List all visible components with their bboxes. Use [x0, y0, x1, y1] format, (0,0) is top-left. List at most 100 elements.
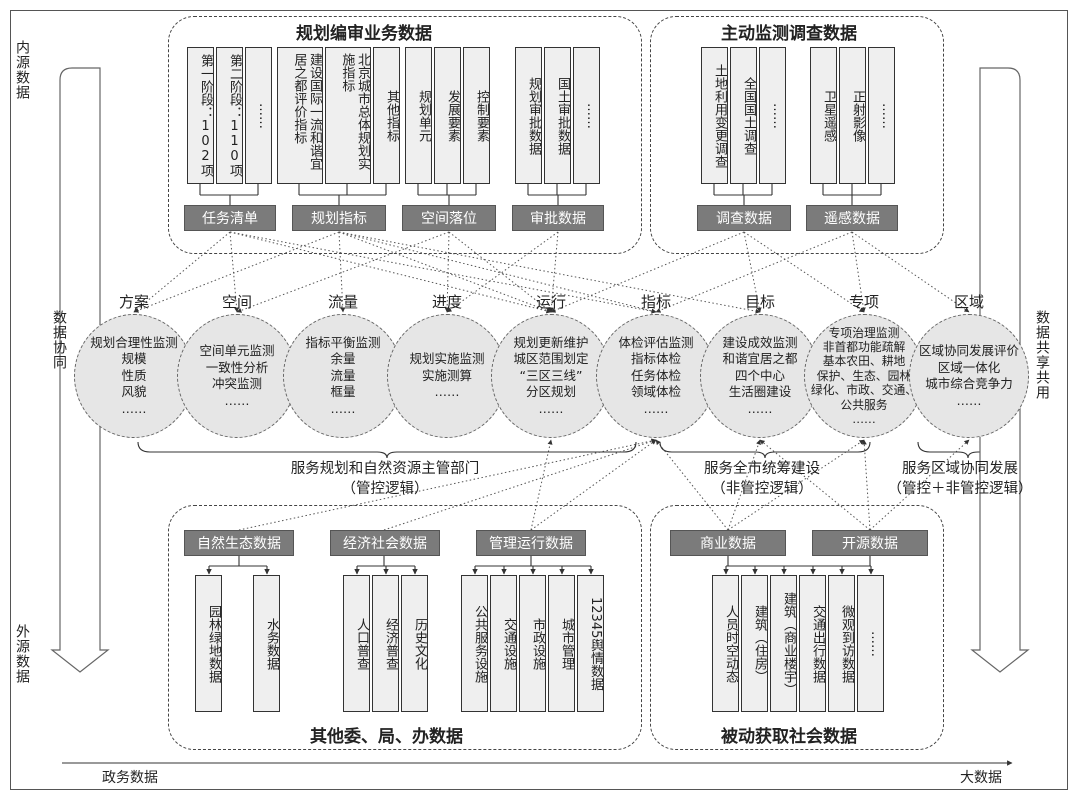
data-column: …… — [759, 47, 786, 184]
monitor-line: 专项治理监测 — [828, 325, 900, 340]
data-column: 正射影像 — [839, 47, 866, 184]
monitor-line: 规划合理性监测 — [90, 334, 178, 350]
monitor-bubble: 区域协同发展评价 区域一体化 城市综合竞争力 …… — [909, 314, 1029, 438]
data-column: 第一阶段：102项 — [187, 47, 214, 184]
data-column: …… — [245, 47, 272, 184]
planning-review-group — [168, 16, 642, 254]
data-column: 历史文化 — [401, 575, 428, 712]
data-column: 园林绿地数据 — [195, 575, 222, 712]
monitor-line: 风貌 — [121, 384, 147, 400]
monitor-line: …… — [747, 400, 773, 416]
data-column: 规划单元 — [405, 47, 432, 184]
monitor-bubble: 规划合理性监测 规模 性质 风貌 …… — [74, 314, 194, 438]
data-column: 建设国际一流和谐宜居之都评价指标 — [277, 47, 323, 184]
serve-line: 服务全市统筹建设 — [704, 461, 820, 477]
data-column: 交通出行数据 — [799, 575, 826, 712]
dimension-label: 指标 — [640, 293, 672, 311]
serve-line: （非管控逻辑） — [711, 480, 813, 497]
monitor-bubble: 规划实施监测 实施测算 …… — [387, 314, 507, 438]
active-survey-title: 主动监测调查数据 — [721, 24, 857, 44]
monitor-line: …… — [538, 400, 564, 416]
dimension-label: 区域 — [953, 293, 985, 311]
category-operation-data: 管理运行数据 — [476, 530, 586, 556]
monitor-line: 体检评估监测 — [618, 334, 694, 350]
data-column: 其他指标 — [373, 47, 400, 184]
monitor-bubble: 指标平衡监测 余量 流量 框量 …… — [283, 314, 403, 438]
data-column: 人员时空动态 — [712, 575, 739, 712]
serve-line: （管控＋非管控逻辑） — [887, 480, 1033, 497]
monitor-line: 四个中心 — [734, 367, 785, 383]
monitor-line: …… — [434, 384, 460, 400]
monitor-line: 性质 — [121, 367, 147, 383]
data-column: 微观到访数据 — [828, 575, 855, 712]
data-column: 卫星遥感 — [810, 47, 837, 184]
monitor-line: 一致性分析 — [205, 359, 269, 375]
monitor-line: 框量 — [330, 384, 356, 400]
monitor-line: 余量 — [330, 351, 356, 367]
data-column: 控制要素 — [463, 47, 490, 184]
monitor-line: …… — [956, 392, 982, 408]
data-column: 发展要素 — [434, 47, 461, 184]
other-agencies-group — [168, 505, 642, 750]
data-column: 全国国土调查 — [730, 47, 757, 184]
data-column: 公共服务设施 — [461, 575, 488, 712]
monitor-line: 公共服务 — [840, 397, 888, 412]
data-column: 土地利用变更调查 — [701, 47, 728, 184]
axis-label-government: 政务数据 — [102, 770, 158, 786]
data-column: 国土审批数据 — [544, 47, 571, 184]
monitor-line: 绿化、市政、交通、 — [810, 383, 918, 398]
data-column: 建筑（商业楼宇） — [770, 575, 797, 712]
monitor-line: 和谐宜居之都 — [722, 351, 798, 367]
monitor-line: 规划更新维护 — [513, 334, 589, 350]
monitor-line: 任务体检 — [630, 367, 681, 383]
data-column: 水务数据 — [253, 575, 280, 712]
monitor-line: 分区规划 — [525, 384, 576, 400]
category-approval-data: 审批数据 — [512, 205, 604, 231]
data-column: …… — [868, 47, 895, 184]
active-survey-group — [650, 16, 944, 254]
side-label-external: 外源数据 — [14, 624, 30, 684]
data-column: 北京城市总体规划实施指标 — [325, 47, 371, 184]
side-label-collaboration: 数据协同 — [51, 310, 67, 370]
serve-line: （管控逻辑） — [341, 480, 429, 497]
monitor-line: 规模 — [121, 351, 147, 367]
monitor-line: 城市综合竞争力 — [925, 376, 1013, 391]
monitor-bubble: 专项治理监测 非首都功能疏解 基本农田、耕地 保护、生态、园林 绿化、市政、交通… — [804, 314, 924, 438]
monitor-line: …… — [852, 411, 876, 426]
data-column: 12345舆情数据 — [577, 575, 604, 712]
data-column: 规划审批数据 — [515, 47, 542, 184]
monitor-line: 实施测算 — [421, 367, 472, 383]
dimension-label: 空间 — [221, 293, 253, 311]
monitor-line: 空间单元监测 — [199, 343, 275, 358]
monitor-line: 冲突监测 — [211, 376, 262, 391]
category-socioeconomic-data: 经济社会数据 — [330, 530, 440, 556]
data-column: 市政设施 — [519, 575, 546, 712]
monitor-bubble: 体检评估监测 指标体检 任务体检 领域体检 …… — [596, 314, 716, 438]
dimension-label: 方案 — [118, 293, 150, 311]
monitor-line: 基本农田、耕地 — [822, 354, 906, 369]
side-label-internal: 内源数据 — [14, 40, 30, 100]
monitor-line: 区域协同发展评价 — [918, 343, 1019, 358]
data-column: 人口普查 — [343, 575, 370, 712]
category-business-data: 商业数据 — [670, 530, 786, 556]
passive-social-title: 被动获取社会数据 — [721, 727, 857, 747]
category-task-list: 任务清单 — [184, 205, 276, 231]
monitor-line: 保护、生态、园林 — [816, 368, 912, 383]
serve-city-label: 服务全市统筹建设 （非管控逻辑） — [704, 460, 820, 499]
passive-social-group — [650, 505, 944, 750]
serve-region-label: 服务区域协同发展 （管控＋非管控逻辑） — [888, 460, 1033, 499]
category-survey-data: 调查数据 — [697, 205, 791, 231]
monitor-line: 指标平衡监测 — [305, 334, 381, 350]
data-column: …… — [573, 47, 600, 184]
other-agencies-title: 其他委、局、办数据 — [310, 727, 463, 747]
dimension-label: 进度 — [431, 293, 463, 311]
monitor-line: 建设成效监测 — [722, 334, 798, 350]
category-open-source-data: 开源数据 — [812, 530, 928, 556]
data-column: 建筑（住房） — [741, 575, 768, 712]
monitor-line: 非首都功能疏解 — [822, 340, 906, 355]
monitor-line: …… — [330, 400, 356, 416]
category-spatial-location: 空间落位 — [402, 205, 496, 231]
dimension-label: 流量 — [327, 293, 359, 311]
data-column: …… — [857, 575, 884, 712]
